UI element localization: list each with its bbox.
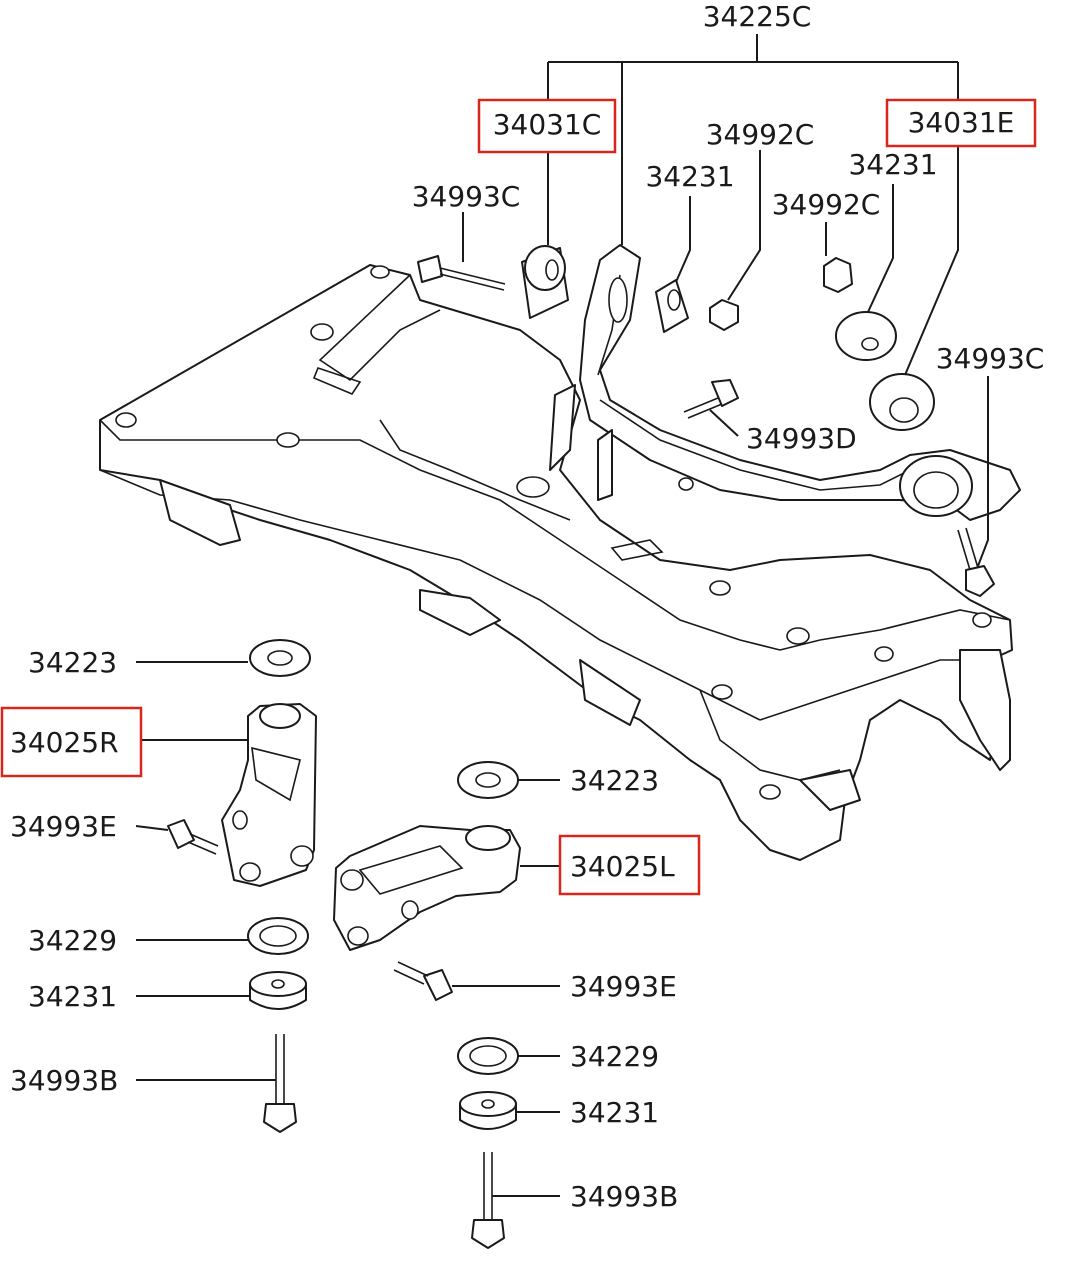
label-34992c-b: 34992C <box>772 188 881 221</box>
bushing-34031c <box>521 245 569 319</box>
bolt-34993d <box>683 379 739 419</box>
label-34229-l: 34229 <box>570 1040 659 1073</box>
spacer-34231-b <box>835 311 897 361</box>
label-34231-l: 34231 <box>570 1096 659 1129</box>
stopper-34229-l <box>457 1037 519 1075</box>
label-34993c-top: 34993C <box>412 180 521 213</box>
bolt-34993b-r <box>263 1034 297 1133</box>
highlight-box-34025l <box>558 834 701 896</box>
bolt-34993b-l <box>471 1152 505 1249</box>
mount-34025r <box>221 703 317 887</box>
label-34992c-a: 34992C <box>706 118 815 151</box>
bolt-34993e-l <box>393 961 453 1001</box>
leader-lines <box>135 34 989 1197</box>
label-34993b-r: 34993B <box>10 1064 118 1097</box>
washer-34223-l <box>457 761 519 799</box>
label-34993e-r: 34993E <box>10 810 117 843</box>
suspension-arm <box>549 244 1021 521</box>
label-34231-a: 34231 <box>645 160 734 193</box>
label-34231-r: 34231 <box>28 980 117 1013</box>
callout-labels: 34225C 34031C 34031E 34992C 34231 34231 … <box>10 0 1044 1213</box>
label-34223-r: 34223 <box>28 646 117 679</box>
bolt-34993c-top <box>417 255 506 291</box>
bushing-34031e <box>869 373 935 431</box>
rear-subframe <box>99 264 1013 861</box>
spacer-34231-l <box>459 1091 517 1130</box>
nut-34992c-b <box>823 257 853 293</box>
bolt-34993e-r <box>167 819 219 855</box>
stopper-34229-r <box>247 917 309 955</box>
mount-34025l <box>333 825 521 951</box>
label-34993d: 34993D <box>746 422 857 455</box>
label-34025r: 34025R <box>10 726 119 759</box>
washer-34223-r <box>249 639 311 677</box>
label-34223-l: 34223 <box>570 764 659 797</box>
label-34225c: 34225C <box>703 0 812 33</box>
label-34993b-l: 34993B <box>570 1180 678 1213</box>
spacer-34231-a <box>655 279 689 333</box>
highlight-box-34025r <box>0 706 143 778</box>
label-34231-b: 34231 <box>848 148 937 181</box>
label-34031e: 34031E <box>908 106 1015 139</box>
label-34031c: 34031C <box>493 108 602 141</box>
label-34025l: 34025L <box>570 850 675 883</box>
spacer-34231-r <box>249 971 307 1010</box>
label-34993e-l: 34993E <box>570 970 677 1003</box>
bolt-34993c-right <box>957 527 995 597</box>
highlight-box-34031e <box>885 98 1037 148</box>
label-34993c-right: 34993C <box>936 342 1045 375</box>
highlight-box-34031c <box>477 98 617 154</box>
nut-34992c-a <box>709 299 739 331</box>
label-34229-r: 34229 <box>28 924 117 957</box>
